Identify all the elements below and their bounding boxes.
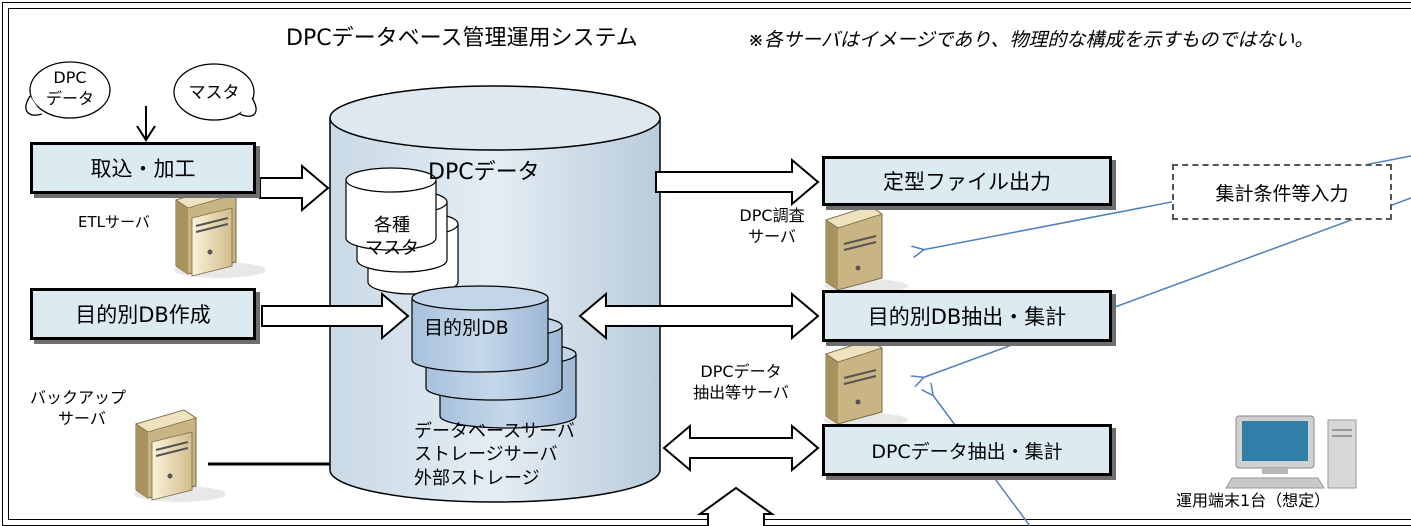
server-icon [174,185,266,278]
bubble-line: データ [45,88,94,108]
disclaimer-note: ※各サーバはイメージであり、物理的な構成を示すものではない。 [748,29,1314,51]
bubble-dpc-data [25,61,111,119]
double-arrow-icon [662,423,820,473]
up-arrow-icon [696,486,776,526]
bubble-master [173,63,257,121]
extract-server-label: DPCデータ 抽出等サーバ [666,362,816,404]
extract-server-line: 抽出等サーバ [693,382,789,402]
right-arrow-icon [259,163,330,213]
right-arrow-icon [655,157,820,207]
survey-server-line: DPC調査 [739,206,805,225]
bubble-master-text: マスタ [188,83,240,103]
purpose-db-extract-box: 目的別DB抽出・集計 [822,290,1112,342]
server-icon [824,339,908,427]
server-icon [134,409,226,502]
survey-server-label: DPC調査 サーバ [722,206,822,248]
down-arrow-icon [136,106,156,142]
page-title: DPCデータベース管理運用システム [286,26,638,51]
fixed-file-output-box: 定型ファイル出力 [822,156,1112,206]
bubble-line: DPC [53,68,87,87]
backup-server-line: バックアップ [30,388,127,407]
master-stack-line: 各種 [374,215,410,236]
dpc-data-extract-box: DPCデータ抽出・集計 [822,424,1112,476]
purpose-db-label: 目的別DB [424,317,509,339]
master-stack-line: マスタ [365,238,419,260]
terminal-label: 運用端末1台（想定） [1176,491,1331,510]
backup-server-line: サーバ [58,408,106,428]
right-arrow-icon [261,291,410,341]
server-icon [824,205,908,293]
master-stack-icon [345,167,459,295]
master-stack-label: 各種 マスタ [352,214,432,261]
cylinder-server-list: データベースサーバ ストレージサーバ 外部ストレージ [414,420,575,490]
cylinder-server-line: 外部ストレージ [414,467,540,489]
purpose-db-create-box: 目的別DB作成 [30,288,256,340]
etl-server-label: ETLサーバ [78,213,150,231]
double-arrow-icon [578,291,820,341]
bubble-dpc-data-text: DPC データ [44,68,96,110]
ingest-process-box: 取込・加工 [30,142,256,194]
condition-input-box: 集計条件等入力 [1172,164,1392,220]
backup-server-label: バックアップ サーバ [30,388,126,430]
purpose-db-stack-icon [411,285,577,429]
cylinder-title: DPCデータ [428,160,540,185]
cylinder-server-line: データベースサーバ [414,421,575,442]
cylinder-server-line: ストレージサーバ [414,444,558,466]
computer-terminal-icon [1225,415,1357,489]
extract-server-line: DPCデータ [700,362,782,381]
survey-server-line: サーバ [748,226,796,246]
